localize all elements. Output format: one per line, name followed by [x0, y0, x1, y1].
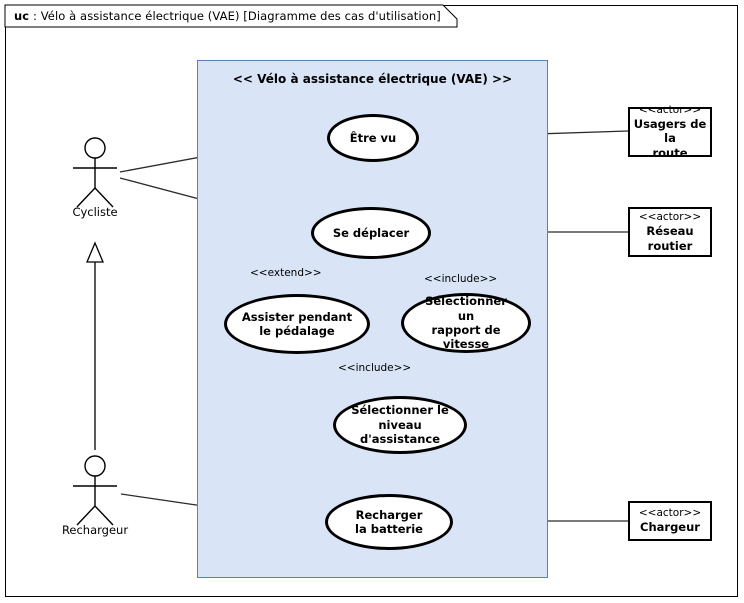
- stick-actor-label-cycliste: Cycliste: [72, 205, 118, 219]
- use-case-se-deplacer[interactable]: Se déplacer: [311, 207, 431, 259]
- stick-actor-label-rechargeur: Rechargeur: [61, 523, 129, 537]
- use-case-etre-vu[interactable]: Être vu: [327, 114, 419, 162]
- use-case-label-line1: Recharger: [355, 507, 423, 522]
- use-case-label-line2: la batterie: [355, 522, 423, 536]
- actor-stereotype: <<actor>>: [638, 211, 702, 224]
- use-case-label-line2: le pédalage: [259, 324, 335, 338]
- use-case-label-line1: Sélectionner un: [425, 294, 507, 323]
- actor-name-line1: Usagers de la: [633, 117, 707, 146]
- actor-name-line2: routier: [647, 238, 693, 253]
- relationship-label-extend: <<extend>>: [250, 267, 322, 279]
- actor-name-line1: Chargeur: [640, 520, 700, 535]
- use-case-label-line1: Sélectionner le: [351, 403, 449, 418]
- system-boundary-title: << Vélo à assistance électrique (VAE) >>: [232, 72, 513, 86]
- frame-title-text: Vélo à assistance électrique (VAE) [Diag…: [40, 9, 441, 23]
- use-case-label-line1: Assister pendant: [241, 309, 353, 324]
- actor-stereotype: <<actor>>: [638, 103, 702, 116]
- frame-title: uc : Vélo à assistance électrique (VAE) …: [14, 9, 441, 23]
- actor-box-reseau-routier[interactable]: <<actor>> Réseau routier: [628, 207, 712, 257]
- relationship-label-include-niveau: <<include>>: [338, 362, 412, 374]
- frame-title-separator: :: [29, 9, 41, 23]
- actor-stereotype: <<actor>>: [638, 507, 702, 520]
- relationship-label-include-vitesse: <<include>>: [424, 273, 498, 285]
- actor-box-usagers-route[interactable]: <<actor>> Usagers de la route: [628, 103, 712, 160]
- actor-name-line1: Réseau: [646, 224, 694, 239]
- frame-kind-label: uc: [14, 9, 30, 23]
- use-case-rapport-vitesse[interactable]: Sélectionner un rapport de vitesse: [401, 293, 531, 353]
- actor-name-line2: route: [652, 145, 688, 160]
- use-case-label-line2: niveau d'assistance: [359, 417, 441, 447]
- use-case-label-line1: Être vu: [349, 130, 397, 145]
- use-case-niveau-assistance[interactable]: Sélectionner le niveau d'assistance: [333, 396, 467, 454]
- actor-box-chargeur[interactable]: <<actor>> Chargeur: [628, 501, 712, 541]
- use-case-assister-pedalage[interactable]: Assister pendant le pédalage: [224, 294, 370, 354]
- use-case-recharger-batterie[interactable]: Recharger la batterie: [325, 494, 453, 550]
- use-case-label-line1: Se déplacer: [332, 225, 410, 240]
- use-case-label-line2: rapport de vitesse: [431, 323, 501, 352]
